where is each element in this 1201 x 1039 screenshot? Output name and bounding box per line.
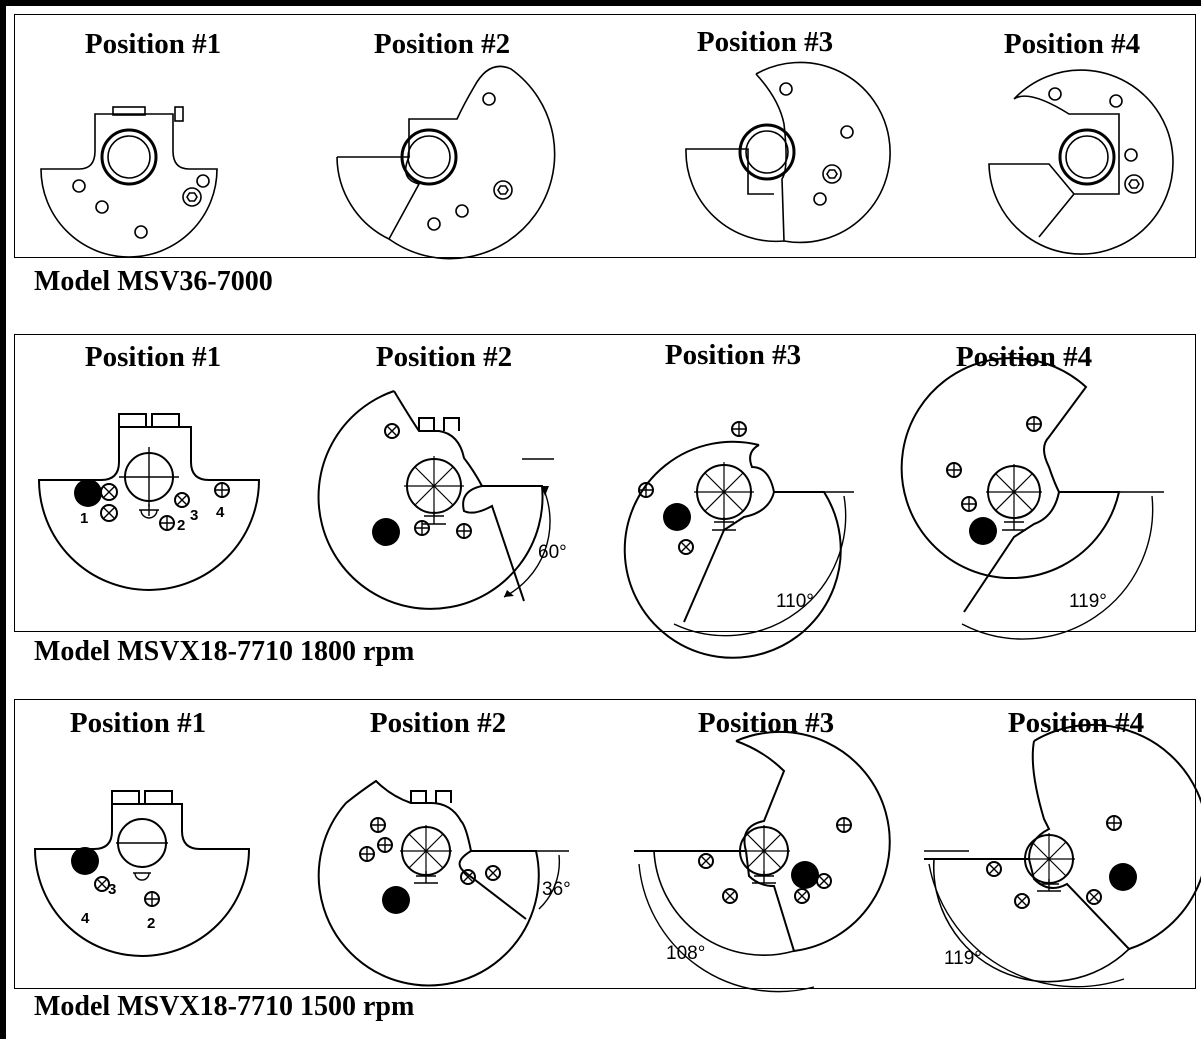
g3-position-4-label: Position #4: [1007, 707, 1145, 739]
g2-p3-angle: 110°: [776, 591, 814, 612]
g3-p2-angle: 36°: [542, 879, 571, 900]
g2-position-4-label: Position #4: [955, 341, 1093, 373]
g3-p1-counterweight: [33, 790, 251, 957]
g3-p1-weight: [71, 847, 99, 875]
g2-position-3-label: Position #3: [664, 339, 802, 371]
g2-p4-counterweight: [900, 357, 1121, 613]
g3-diagrams: 4 2 3 36°: [33, 723, 1201, 993]
g3-p1-hole-4: 4: [81, 910, 90, 927]
g3-p3-angle: 108°: [666, 943, 705, 964]
g2-position-1-label: Position #1: [84, 341, 222, 373]
g3-p4-weight: [1109, 863, 1137, 891]
g1-p3-counterweight: [685, 61, 891, 244]
g1-p1-counterweight: [40, 106, 218, 258]
g1-model-label: Model MSV36-7000: [34, 266, 273, 297]
g2-p2-angle: 60°: [538, 542, 567, 563]
g2-p1-weight: [74, 479, 102, 507]
g2-p4-weight: [969, 517, 997, 545]
g2-p1-hole-3: 3: [190, 507, 198, 524]
g3-position-2-label: Position #2: [369, 707, 507, 739]
panel-msv36-7000: [14, 14, 1196, 258]
g2-p3-counterweight: [623, 421, 842, 659]
g2-p1-hole-1: 1: [80, 510, 88, 527]
g3-p2-weight: [382, 886, 410, 914]
g2-p3-weight: [663, 503, 691, 531]
g2-diagrams: 1 2 3 4 60°: [37, 357, 1164, 659]
panel-msvx18-7710-1500: [14, 699, 1196, 989]
g2-p1-hole-2: 2: [177, 517, 185, 534]
g3-p3-weight: [791, 861, 819, 889]
g2-model-label: Model MSVX18-7710 1800 rpm: [34, 636, 415, 667]
g3-p4-angle: 119°: [944, 948, 982, 969]
g1-p4-counterweight: [988, 69, 1174, 255]
g3-p3-counterweight: [634, 730, 891, 956]
g3-p1-hole-2: 2: [147, 915, 155, 932]
g3-p2-counterweight: [317, 779, 540, 987]
g1-position-3-label: Position #3: [696, 26, 834, 58]
g2-p1-hole-4: 4: [216, 504, 225, 521]
g1-diagrams: [40, 61, 1174, 260]
g1-position-4-label: Position #4: [1003, 28, 1141, 60]
g3-p1-hole-3: 3: [108, 881, 116, 898]
g3-p4-counterweight: [924, 723, 1201, 983]
g1-position-1-label: Position #1: [84, 28, 222, 60]
g1-p2-counterweight: [336, 65, 556, 260]
g2-p1-counterweight: [37, 413, 261, 591]
g3-model-label: Model MSVX18-7710 1500 rpm: [34, 991, 415, 1022]
g2-p4-angle: 119°: [1069, 591, 1107, 612]
g2-p2-weight: [372, 518, 400, 546]
g3-position-1-label: Position #1: [69, 707, 207, 739]
g2-p2-counterweight: [317, 390, 544, 610]
panel-msvx18-7710-1800: [14, 334, 1196, 632]
g1-position-2-label: Position #2: [373, 28, 511, 60]
g2-position-2-label: Position #2: [375, 341, 513, 373]
